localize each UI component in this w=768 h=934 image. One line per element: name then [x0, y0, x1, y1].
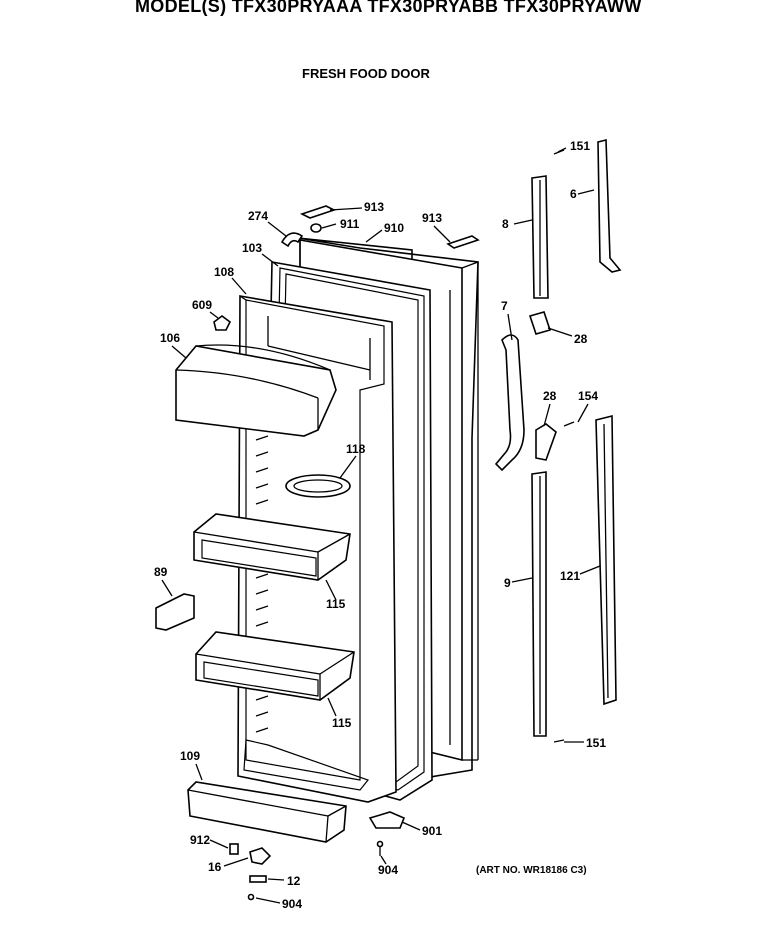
label-904-bottom: 904: [282, 897, 302, 911]
dairy-compartment: [175, 344, 337, 437]
lower-handle-cap: [531, 471, 547, 737]
label-115-lower: 115: [332, 716, 352, 730]
leader-lines: [161, 147, 601, 904]
label-28-lower: 28: [543, 389, 557, 403]
art-number: (ART NO. WR18186 C3): [476, 865, 587, 876]
label-108: 108: [214, 265, 234, 279]
label-106: 106: [160, 331, 180, 345]
label-901: 901: [422, 824, 442, 838]
label-115-upper: 115: [326, 597, 346, 611]
label-6: 6: [570, 187, 577, 201]
label-151-top: 151: [570, 139, 590, 153]
label-913-right: 913: [422, 211, 442, 225]
label-912: 912: [190, 833, 210, 847]
bottom-bin: [187, 781, 347, 843]
door-bin-lower: [195, 631, 355, 701]
label-151-bottom: 151: [586, 736, 606, 750]
label-904-right: 904: [378, 863, 398, 877]
utility-tray: [285, 474, 351, 498]
label-9: 9: [504, 576, 511, 590]
door-bin-upper: [193, 513, 351, 581]
part-labels: 151 6 8 913 911 274 913 910 103 108 609 …: [154, 139, 606, 911]
label-154: 154: [578, 389, 598, 403]
door-handle: [494, 334, 525, 472]
label-7: 7: [501, 299, 508, 313]
upper-trim: [597, 138, 622, 273]
label-609: 609: [192, 298, 212, 312]
small-parts: [155, 149, 575, 901]
model-title: MODEL(S) TFX30PRYAAA TFX30PRYABB TFX30PR…: [135, 0, 642, 16]
label-910: 910: [384, 221, 404, 235]
label-12: 12: [287, 874, 301, 888]
handle-mount-upper: [528, 311, 552, 335]
label-103: 103: [242, 241, 262, 255]
label-274: 274: [248, 209, 268, 223]
label-109: 109: [180, 749, 200, 763]
label-28-upper: 28: [574, 332, 588, 346]
shelf-rails: [255, 435, 269, 733]
label-16: 16: [208, 860, 222, 874]
label-118: 118: [346, 442, 366, 456]
label-8: 8: [502, 217, 509, 231]
upper-handle-cap: [531, 175, 549, 299]
diagram-subtitle: FRESH FOOD DOOR: [302, 66, 430, 81]
label-89: 89: [154, 565, 168, 579]
handle-mount-lower: [535, 423, 557, 461]
lower-trim: [595, 414, 617, 706]
label-121: 121: [560, 569, 580, 583]
label-913-top: 913: [364, 200, 384, 214]
label-911: 911: [340, 217, 360, 231]
